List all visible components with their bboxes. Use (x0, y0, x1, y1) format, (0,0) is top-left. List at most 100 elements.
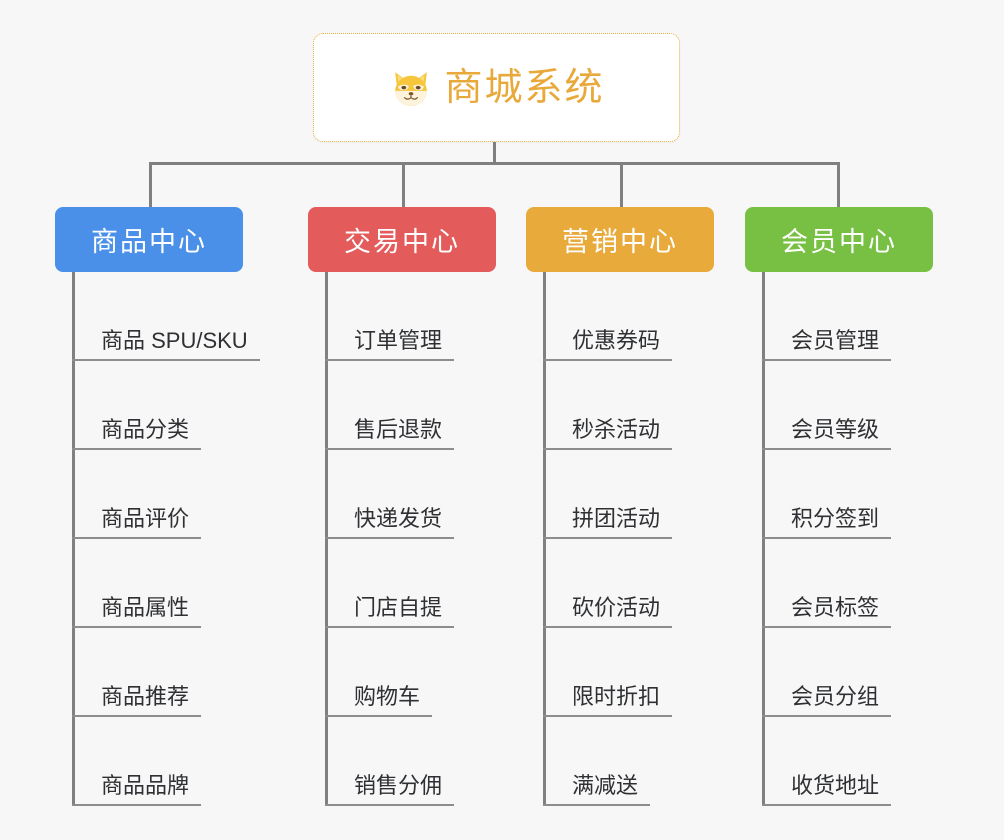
list-item[interactable]: 收货地址 (745, 717, 945, 806)
leaf-label: 售后退款 (354, 417, 443, 442)
list-item[interactable]: 商品分类 (55, 361, 255, 450)
leaf-label: 销售分佣 (354, 773, 443, 798)
list-item[interactable]: 商品 SPU/SKU (55, 272, 260, 361)
root-title: 商城系统 (444, 66, 605, 109)
connector-drop-1 (149, 162, 152, 207)
leaf-underline (325, 537, 454, 539)
leaf-label: 砍价活动 (572, 595, 661, 620)
connector-root-stem (493, 142, 496, 164)
leaf-label: 商品品牌 (101, 773, 190, 798)
leaf-underline (72, 537, 201, 539)
category-box-member[interactable]: 会员中心 (745, 207, 933, 272)
branch-column-trade: 交易中心 订单管理 售后退款 快递发货 门店自提 购物车 (308, 207, 508, 806)
leaf-underline (72, 359, 260, 361)
connector-horizontal-bar (149, 162, 840, 165)
category-label: 会员中心 (781, 227, 897, 257)
list-item[interactable]: 售后退款 (308, 361, 508, 450)
leaf-label: 会员管理 (791, 328, 880, 353)
list-item[interactable]: 商品品牌 (55, 717, 255, 806)
list-item[interactable]: 商品属性 (55, 539, 255, 628)
leaf-label: 商品推荐 (101, 684, 190, 709)
list-item[interactable]: 商品评价 (55, 450, 255, 539)
list-item[interactable]: 会员标签 (745, 539, 945, 628)
leaf-label: 会员等级 (791, 417, 880, 442)
list-item[interactable]: 商品推荐 (55, 628, 255, 717)
leaf-label: 拼团活动 (572, 506, 661, 531)
leaf-label: 订单管理 (354, 328, 443, 353)
leaf-underline (762, 715, 891, 717)
branch-rail (325, 272, 328, 806)
leaf-underline (762, 448, 891, 450)
root-node[interactable]: 商城系统 (313, 33, 680, 142)
leaf-label: 限时折扣 (572, 684, 661, 709)
category-box-marketing[interactable]: 营销中心 (526, 207, 714, 272)
leaf-underline (543, 448, 672, 450)
list-item[interactable]: 销售分佣 (308, 717, 508, 806)
connector-drop-3 (620, 162, 623, 207)
list-item[interactable]: 砍价活动 (526, 539, 726, 628)
leaf-label: 秒杀活动 (572, 417, 661, 442)
category-label: 商品中心 (91, 227, 207, 257)
branch-column-product: 商品中心 商品 SPU/SKU 商品分类 商品评价 商品属性 商品推荐 (55, 207, 260, 806)
leaf-list-member: 会员管理 会员等级 积分签到 会员标签 会员分组 收货地址 (745, 272, 945, 806)
leaf-underline (72, 804, 201, 806)
leaf-label: 优惠券码 (572, 328, 661, 353)
branch-column-member: 会员中心 会员管理 会员等级 积分签到 会员标签 会员分组 (745, 207, 945, 806)
leaf-label: 快递发货 (354, 506, 443, 531)
list-item[interactable]: 快递发货 (308, 450, 508, 539)
leaf-label: 满减送 (572, 773, 639, 798)
leaf-label: 商品属性 (101, 595, 190, 620)
leaf-underline (762, 804, 891, 806)
list-item[interactable]: 会员分组 (745, 628, 945, 717)
leaf-label: 商品分类 (101, 417, 190, 442)
list-item[interactable]: 积分签到 (745, 450, 945, 539)
leaf-underline (72, 715, 201, 717)
list-item[interactable]: 拼团活动 (526, 450, 726, 539)
leaf-label: 购物车 (354, 684, 421, 709)
leaf-label: 门店自提 (354, 595, 443, 620)
connector-drop-2 (402, 162, 405, 207)
leaf-underline (762, 537, 891, 539)
category-box-trade[interactable]: 交易中心 (308, 207, 496, 272)
list-item[interactable]: 订单管理 (308, 272, 508, 361)
list-item[interactable]: 会员等级 (745, 361, 945, 450)
leaf-underline (72, 626, 201, 628)
category-label: 营销中心 (562, 227, 678, 257)
category-box-product[interactable]: 商品中心 (55, 207, 243, 272)
leaf-label: 商品评价 (101, 506, 190, 531)
leaf-underline (72, 448, 201, 450)
list-item[interactable]: 限时折扣 (526, 628, 726, 717)
leaf-underline (543, 804, 650, 806)
leaf-underline (543, 537, 672, 539)
shiba-dog-face-icon (388, 65, 434, 111)
branch-rail (762, 272, 765, 806)
leaf-underline (325, 804, 454, 806)
leaf-list-trade: 订单管理 售后退款 快递发货 门店自提 购物车 销售分佣 (308, 272, 508, 806)
leaf-underline (325, 359, 454, 361)
leaf-underline (543, 715, 672, 717)
list-item[interactable]: 秒杀活动 (526, 361, 726, 450)
leaf-list-product: 商品 SPU/SKU 商品分类 商品评价 商品属性 商品推荐 商品品牌 (55, 272, 260, 806)
list-item[interactable]: 会员管理 (745, 272, 945, 361)
leaf-underline (762, 626, 891, 628)
leaf-label: 会员分组 (791, 684, 880, 709)
category-label: 交易中心 (344, 227, 460, 257)
list-item[interactable]: 门店自提 (308, 539, 508, 628)
root-node-content: 商城系统 (388, 65, 604, 111)
leaf-underline (325, 626, 454, 628)
list-item[interactable]: 优惠券码 (526, 272, 726, 361)
connector-drop-4 (837, 162, 840, 207)
leaf-underline (762, 359, 891, 361)
leaf-label: 收货地址 (791, 773, 880, 798)
leaf-underline (543, 359, 672, 361)
list-item[interactable]: 满减送 (526, 717, 726, 806)
branch-rail (543, 272, 546, 806)
branch-rail (72, 272, 75, 806)
leaf-label: 会员标签 (791, 595, 880, 620)
list-item[interactable]: 购物车 (308, 628, 508, 717)
leaf-underline (325, 715, 432, 717)
leaf-underline (543, 626, 672, 628)
leaf-label: 积分签到 (791, 506, 880, 531)
leaf-list-marketing: 优惠券码 秒杀活动 拼团活动 砍价活动 限时折扣 满减送 (526, 272, 726, 806)
